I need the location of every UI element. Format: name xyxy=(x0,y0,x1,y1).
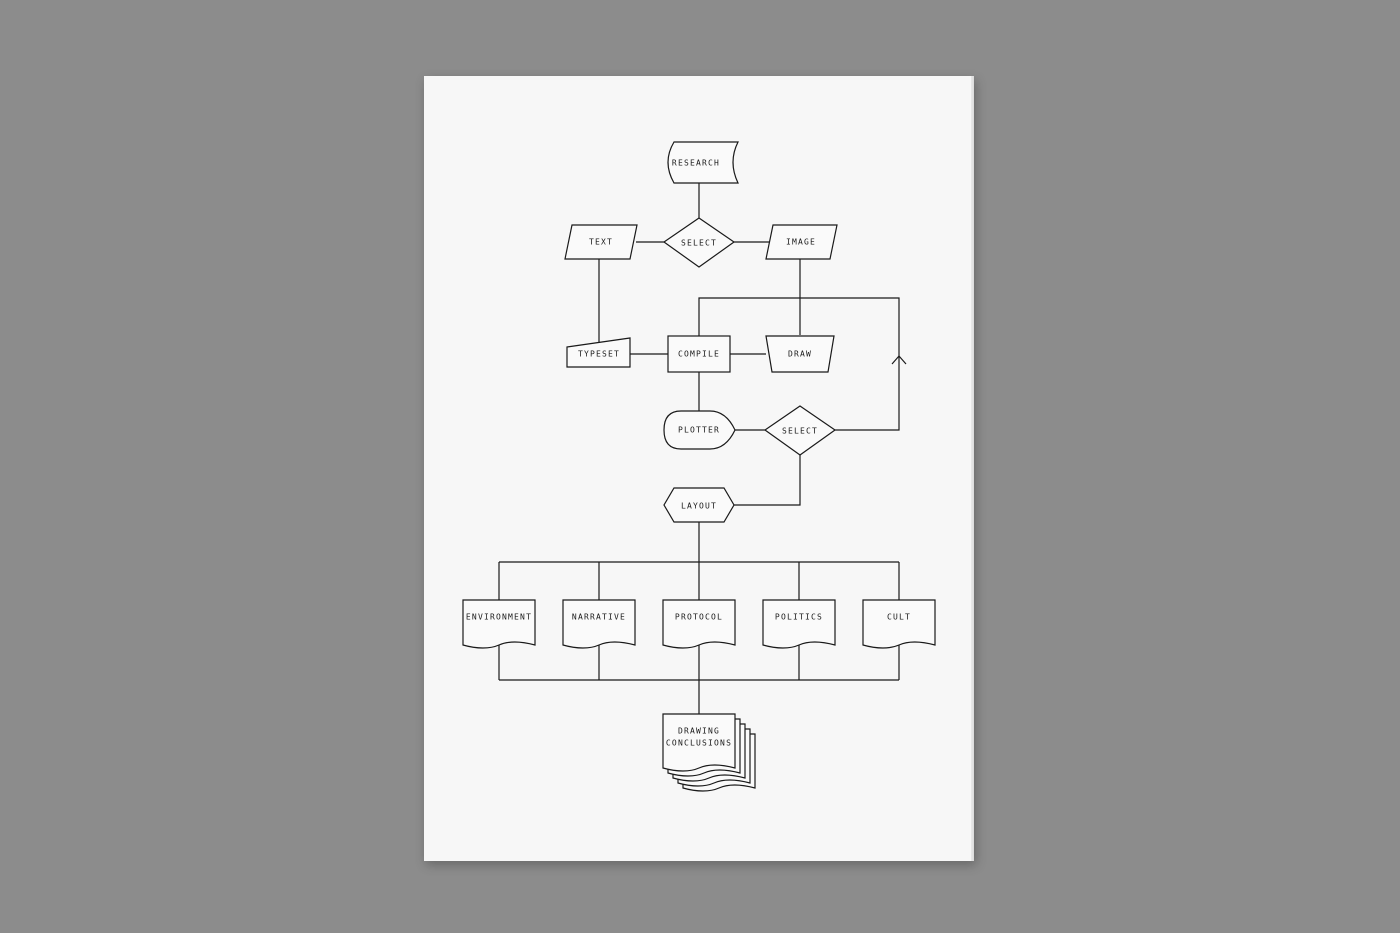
node-narrative-label: NARRATIVE xyxy=(572,613,626,622)
parallelogram-shape xyxy=(765,224,838,260)
process-rect-shape xyxy=(667,335,731,373)
manual-operation-shape xyxy=(765,335,835,373)
node-layout-label: LAYOUT xyxy=(681,502,717,511)
document-shape xyxy=(462,599,536,649)
node-conclusions-label-line1: DRAWING xyxy=(678,727,720,736)
document-shape xyxy=(862,599,936,649)
node-research: RESEARCH xyxy=(667,141,739,184)
node-conclusions-label-line2: CONCLUSIONS xyxy=(666,739,732,748)
node-select-bottom-label: SELECT xyxy=(782,427,818,436)
node-layout: LAYOUT xyxy=(663,487,735,523)
node-plotter: PLOTTER xyxy=(663,410,736,450)
display-shape xyxy=(663,410,736,450)
preparation-hexagon-shape xyxy=(663,487,735,523)
decision-diamond-shape xyxy=(763,405,837,456)
node-politics-label: POLITICS xyxy=(775,613,823,622)
node-draw-label: DRAW xyxy=(788,350,812,359)
manual-input-shape xyxy=(566,337,631,368)
stored-data-shape xyxy=(667,141,739,184)
node-research-label: RESEARCH xyxy=(672,159,720,168)
node-compile-label: COMPILE xyxy=(678,350,720,359)
node-typeset-label: TYPESET xyxy=(578,350,620,359)
node-environment: ENVIRONMENT xyxy=(462,599,536,649)
node-protocol-label: PROTOCOL xyxy=(675,613,723,622)
node-image: IMAGE xyxy=(765,224,838,260)
node-compile: COMPILE xyxy=(667,335,731,373)
node-cult: CULT xyxy=(862,599,936,649)
node-narrative: NARRATIVE xyxy=(562,599,636,649)
document-shape xyxy=(762,599,836,649)
document-shape xyxy=(562,599,636,649)
decision-diamond-shape xyxy=(662,217,736,268)
node-image-label: IMAGE xyxy=(786,238,816,247)
node-text: TEXT xyxy=(564,224,638,260)
node-typeset: TYPESET xyxy=(566,337,631,368)
node-select-bottom: SELECT xyxy=(763,405,837,456)
connectors xyxy=(498,183,907,714)
loop-arrowhead xyxy=(891,355,907,365)
node-plotter-label: PLOTTER xyxy=(678,426,720,435)
node-environment-label: ENVIRONMENT xyxy=(466,613,532,622)
edge-loop-back xyxy=(698,297,900,431)
node-select-top-label: SELECT xyxy=(681,239,717,248)
node-select-top: SELECT xyxy=(662,217,736,268)
node-protocol: PROTOCOL xyxy=(662,599,736,649)
node-cult-label: CULT xyxy=(887,613,911,622)
edge-select-layout xyxy=(734,455,801,506)
parallelogram-shape xyxy=(564,224,638,260)
document-shape xyxy=(662,599,736,649)
node-draw: DRAW xyxy=(765,335,835,373)
node-politics: POLITICS xyxy=(762,599,836,649)
node-conclusions: DRAWING CONCLUSIONS xyxy=(662,713,756,792)
document-stack-front xyxy=(662,713,736,772)
node-text-label: TEXT xyxy=(589,238,613,247)
